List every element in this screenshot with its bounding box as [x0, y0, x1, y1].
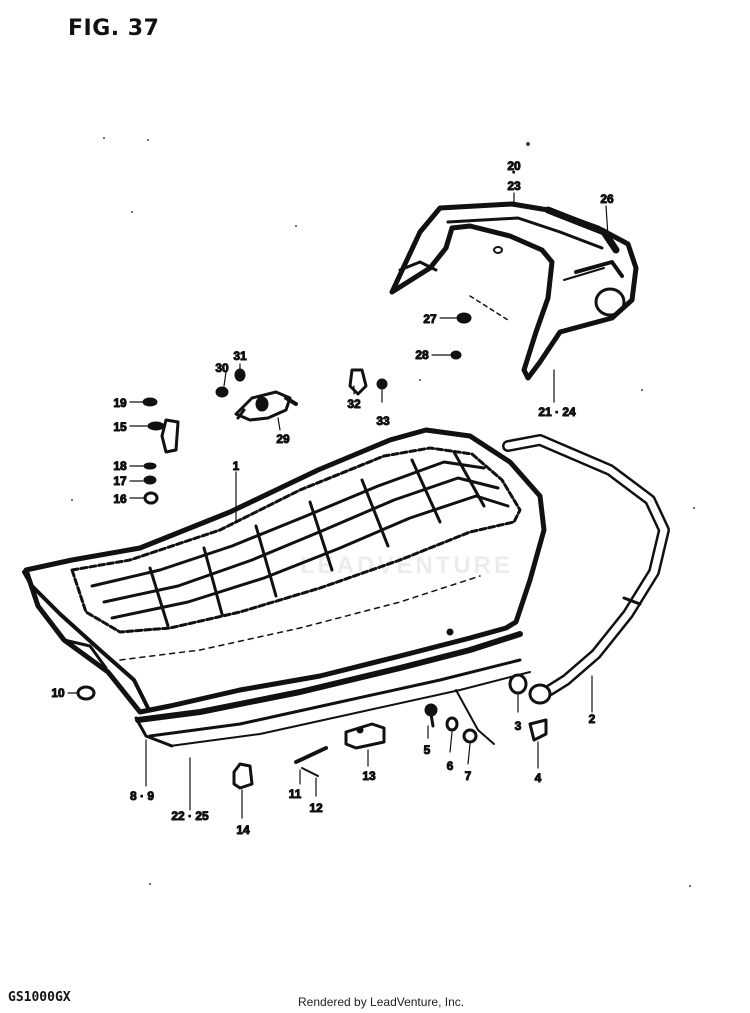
callout-31: 31 — [233, 349, 247, 363]
callout-8-9: 8 · 9 — [130, 789, 154, 803]
callout-27: 27 — [423, 312, 437, 326]
bolt-33[interactable] — [376, 378, 388, 390]
seat-lock[interactable] — [234, 390, 298, 422]
callout-15: 15 — [113, 420, 127, 434]
grab-rail[interactable] — [502, 434, 670, 705]
cap-10[interactable] — [76, 685, 96, 701]
callout-23: 23 — [507, 179, 521, 193]
callout-18: 18 — [113, 459, 127, 473]
callout-20: 20 — [507, 159, 521, 173]
cushion-3[interactable] — [508, 673, 528, 695]
figure-title: FIG. 37 — [68, 16, 160, 41]
pin-31[interactable] — [234, 368, 246, 382]
seat-bracket — [455, 689, 495, 745]
callout-30: 30 — [215, 361, 229, 375]
bracket-13[interactable] — [344, 722, 386, 750]
callout-14: 14 — [236, 823, 250, 837]
callout-29: 29 — [276, 432, 290, 446]
scan-speckles — [71, 137, 695, 887]
grommet-27[interactable] — [456, 312, 472, 324]
callout-28: 28 — [415, 348, 429, 362]
callout-3: 3 — [515, 719, 522, 733]
washer-17[interactable] — [143, 475, 157, 485]
seat[interactable] — [22, 427, 547, 715]
nut-4[interactable] — [528, 718, 548, 742]
callout-32: 32 — [347, 397, 361, 411]
washer-6[interactable] — [445, 716, 459, 732]
callout-labels: 20 · 23 26 27 28 21 · 24 31 30 29 32 33 … — [51, 159, 615, 838]
bolt-30[interactable] — [215, 386, 229, 398]
callout-16: 16 — [113, 492, 127, 506]
nut-28[interactable] — [450, 350, 462, 360]
washer-18[interactable] — [143, 462, 157, 470]
callout-33: 33 — [376, 414, 390, 428]
callout-17: 17 — [113, 474, 127, 488]
callout-10: 10 — [51, 686, 65, 700]
callout-separator: · — [512, 165, 516, 179]
render-credit: Rendered by LeadVenture, Inc. — [298, 995, 465, 1009]
callout-7: 7 — [465, 769, 472, 783]
washer-7[interactable] — [462, 728, 478, 744]
callout-12: 12 — [309, 801, 323, 815]
callout-19: 19 — [113, 396, 127, 410]
callout-22-25: 22 · 25 — [171, 809, 209, 823]
hook-15[interactable] — [147, 418, 180, 454]
bolt-11[interactable] — [294, 746, 328, 764]
callout-6: 6 — [447, 759, 454, 773]
hinge-32[interactable] — [348, 368, 368, 396]
callout-4: 4 — [535, 771, 542, 785]
callout-1: 1 — [233, 459, 240, 473]
callout-2: 2 — [589, 712, 596, 726]
tail-cover[interactable] — [389, 201, 639, 381]
model-code: GS1000GX — [8, 990, 71, 1005]
callout-5: 5 — [424, 743, 431, 757]
callout-13: 13 — [362, 769, 376, 783]
washer-12[interactable] — [301, 767, 319, 777]
callout-11: 11 — [289, 787, 302, 801]
callout-26: 26 — [600, 192, 614, 206]
callout-21-24: 21 · 24 — [538, 405, 576, 419]
seat-trim[interactable] — [134, 631, 531, 748]
washer-16[interactable] — [143, 491, 159, 505]
nut-19[interactable] — [142, 397, 158, 407]
damper-14[interactable] — [232, 762, 254, 790]
